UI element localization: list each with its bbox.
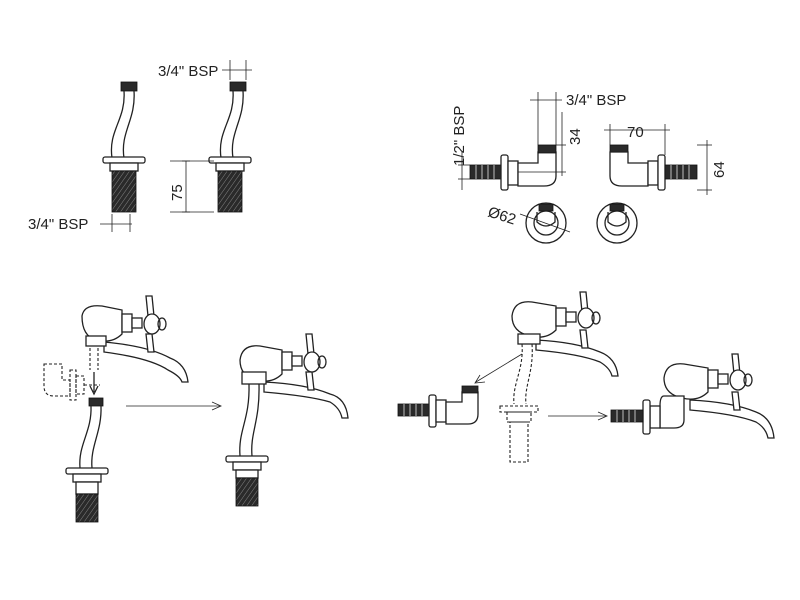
- bsp-1-2-label: 1/2" BSP: [451, 106, 468, 166]
- elbow-fitting-left: [469, 144, 557, 191]
- tap-with-standpipe: [225, 333, 349, 507]
- dim-34-label: 34: [567, 128, 584, 145]
- dim-bsp-half: 1/2" BSP: [451, 106, 470, 190]
- arrow-to-elbow: [474, 353, 523, 384]
- bsp-3-4-bottom-label: 3/4" BSP: [28, 216, 88, 233]
- wall-flange-right: [596, 202, 638, 244]
- dim-bsp-bottom: 3/4" BSP: [28, 214, 132, 233]
- dim-70-label: 70: [627, 124, 644, 141]
- dim-64-label: 64: [711, 161, 728, 178]
- tap-wall-mounted: [610, 353, 775, 439]
- bsp-3-4-top-label: 3/4" BSP: [158, 63, 218, 80]
- dim-34: 34: [518, 112, 584, 176]
- standpipe-detached: [65, 397, 109, 523]
- dim-70: 70: [604, 124, 670, 155]
- wall-flange-left: [525, 202, 567, 244]
- dim-bsp-top: 3/4" BSP: [158, 60, 252, 80]
- tap-before-wall-conversion: [499, 291, 619, 463]
- arrow-to-wall-tap: [548, 411, 608, 421]
- bsp-3-4-elbow-label: 3/4" BSP: [566, 92, 626, 109]
- dia-62-label: Ø62: [486, 204, 518, 229]
- height-75-label: 75: [169, 184, 186, 201]
- elbow-fitting-loose: [397, 385, 479, 428]
- elbow-fitting-right: [609, 144, 698, 191]
- standpipe-right: [208, 81, 252, 213]
- dim-64: 64: [697, 140, 728, 195]
- arrow-to-converted-tap: [126, 401, 222, 411]
- dim-height-75: 75: [169, 160, 214, 213]
- dim-bsp-elbow: 3/4" BSP: [530, 92, 626, 145]
- tap-before-conversion: [43, 295, 189, 401]
- standpipe-left: [102, 81, 146, 213]
